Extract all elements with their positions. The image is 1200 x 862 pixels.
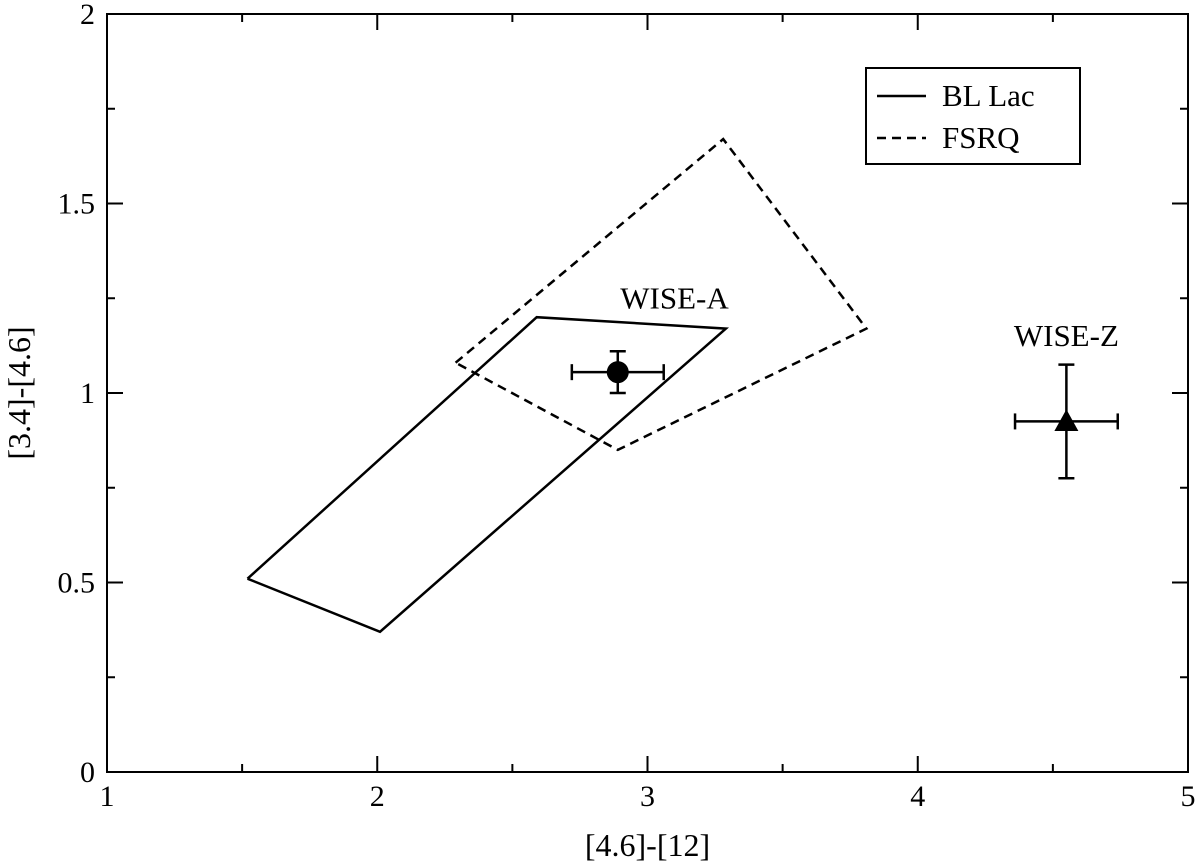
tick-marks: [106, 13, 1189, 773]
circle-marker: [606, 361, 629, 384]
x-axis-label: [4.6]-[12]: [585, 827, 710, 862]
point-wise-z: WISE-Z: [1013, 318, 1119, 480]
triangle-marker: [1054, 409, 1079, 432]
data-points: WISE-A WISE-Z: [570, 280, 1119, 480]
x-tick-label: 2: [370, 780, 385, 813]
point-label: WISE-A: [620, 280, 729, 315]
region-fsrq: [454, 137, 869, 452]
x-tick-label: 3: [640, 780, 655, 813]
x-tick-label: 5: [1181, 780, 1196, 813]
point-label: WISE-Z: [1014, 318, 1119, 353]
legend-box: [865, 67, 1081, 165]
x-tick-label: 1: [100, 780, 115, 813]
y-axis-label: [3.4]-[4.6]: [1, 326, 37, 459]
legend-label-fsrq: FSRQ: [942, 120, 1020, 155]
point-wise-a: WISE-A: [570, 280, 729, 395]
color-regions: [246, 137, 869, 634]
y-tick-label: 0: [80, 756, 95, 789]
y-tick-label: 0.5: [58, 567, 96, 600]
legend: BL Lac FSRQ: [865, 67, 1081, 165]
x-tick-label: 4: [910, 780, 925, 813]
region-bl-lac: [246, 315, 730, 634]
tick-labels: 1 2 3 4 5 0 0.5 1 1.5 2: [58, 0, 1196, 813]
y-tick-label: 1: [80, 377, 95, 410]
y-tick-label: 1.5: [58, 188, 96, 221]
y-tick-label: 2: [80, 0, 95, 31]
legend-label-bl-lac: BL Lac: [942, 78, 1035, 113]
